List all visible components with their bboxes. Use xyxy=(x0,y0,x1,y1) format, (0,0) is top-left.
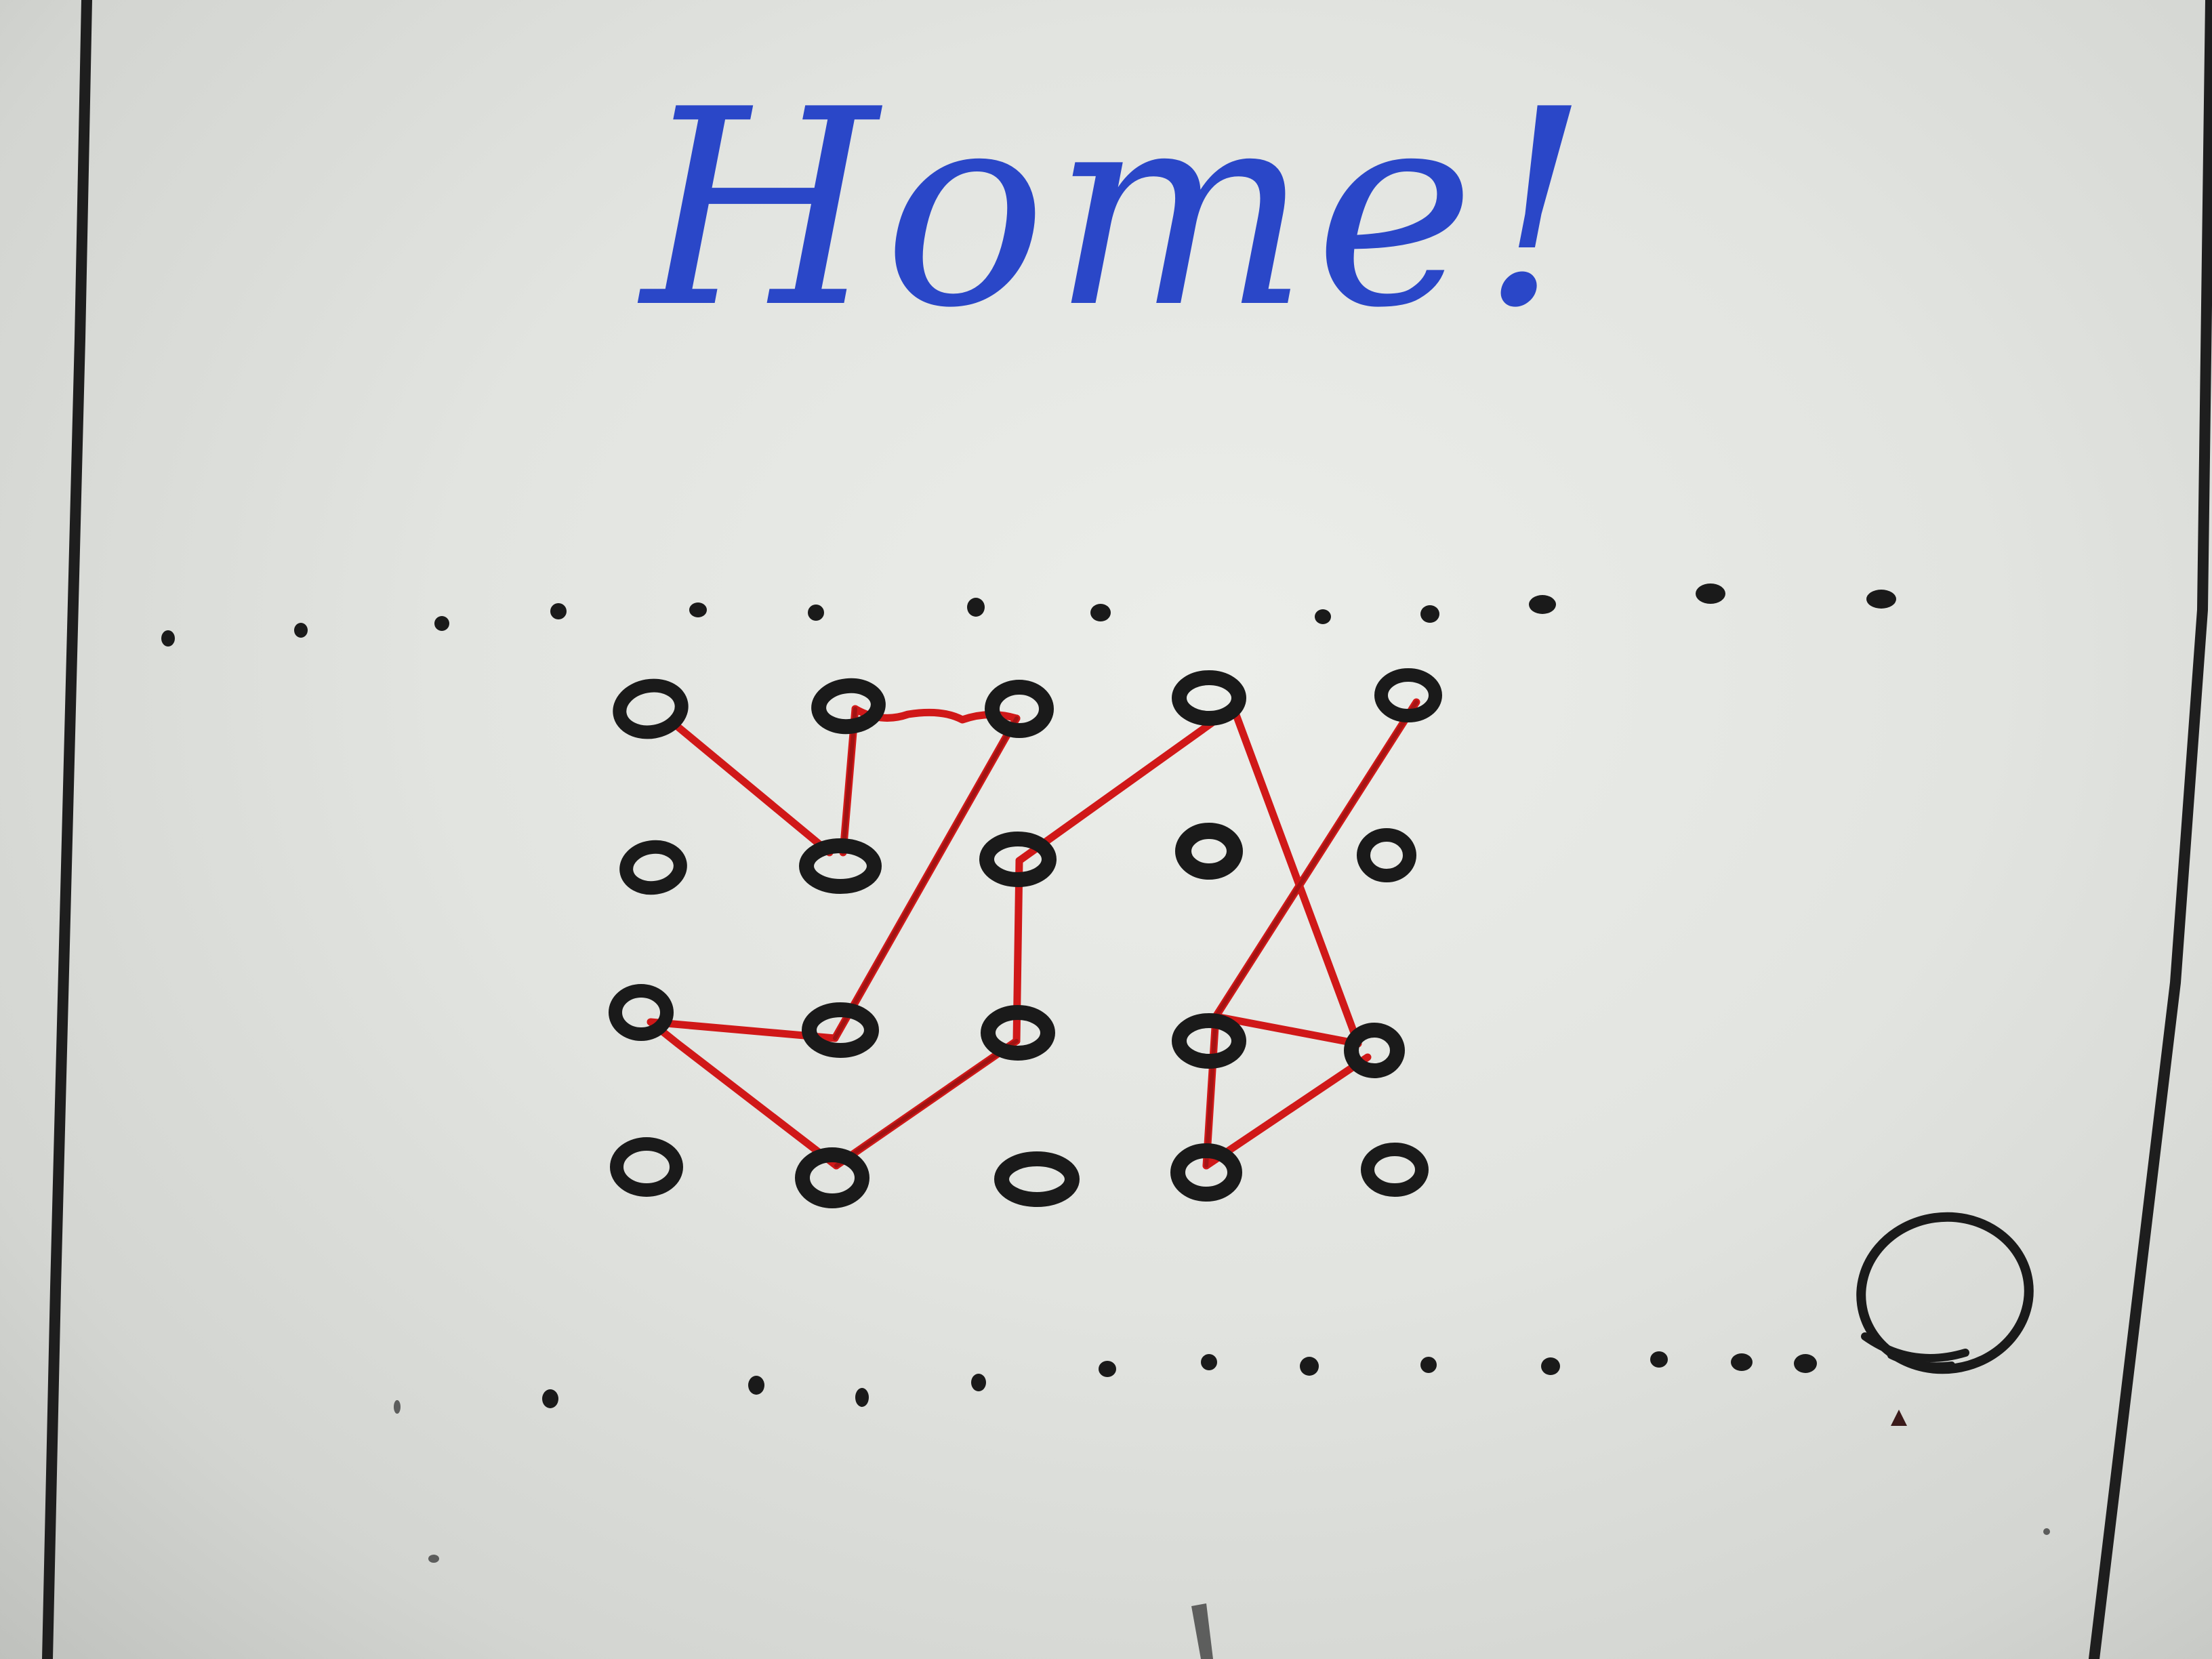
top-dotted-line xyxy=(161,583,1896,647)
right-frame-line xyxy=(2089,0,2212,1659)
grid-dot xyxy=(985,680,1054,738)
grid-row-4 xyxy=(610,1137,1429,1208)
pattern-lines xyxy=(647,698,1420,1170)
board-heading: Home! xyxy=(641,52,1595,367)
grid-dot xyxy=(811,678,886,735)
grid-dot xyxy=(1175,823,1243,880)
pattern-grid xyxy=(609,668,1442,1208)
grid-dot xyxy=(1172,1013,1246,1069)
grid-row-3 xyxy=(609,984,1405,1078)
grid-dot xyxy=(799,838,882,894)
grid-dot xyxy=(994,1151,1080,1207)
grid-dot xyxy=(979,832,1057,887)
pattern-line-left xyxy=(647,703,1237,1170)
home-button-circle xyxy=(1856,1212,2034,1374)
grid-dot xyxy=(613,678,689,739)
grid-row-2 xyxy=(619,823,1416,895)
grid-row-1 xyxy=(613,668,1442,739)
pattern-line-left-shade xyxy=(833,707,1019,1168)
pattern-line-right-shade xyxy=(1204,700,1418,1168)
grid-dot xyxy=(619,840,687,895)
left-frame-line xyxy=(42,0,92,1659)
board-smudges xyxy=(394,1400,2050,1659)
grid-dot xyxy=(1172,670,1246,726)
grid-dot xyxy=(609,984,674,1041)
grid-dot xyxy=(1374,668,1442,722)
grid-dot xyxy=(795,1147,869,1208)
grid-dot xyxy=(802,1002,879,1058)
grid-dot xyxy=(1170,1143,1242,1202)
home-button-mark xyxy=(1891,1410,1907,1426)
grid-dot xyxy=(610,1137,683,1197)
grid-dot xyxy=(1357,828,1416,882)
grid-dot xyxy=(981,1005,1055,1061)
grid-dot xyxy=(1344,1023,1405,1078)
bottom-dotted-line xyxy=(542,1351,1817,1408)
grid-dot xyxy=(1361,1143,1429,1197)
pattern-line-right xyxy=(1202,698,1420,1170)
frame-lines xyxy=(42,0,2212,1659)
